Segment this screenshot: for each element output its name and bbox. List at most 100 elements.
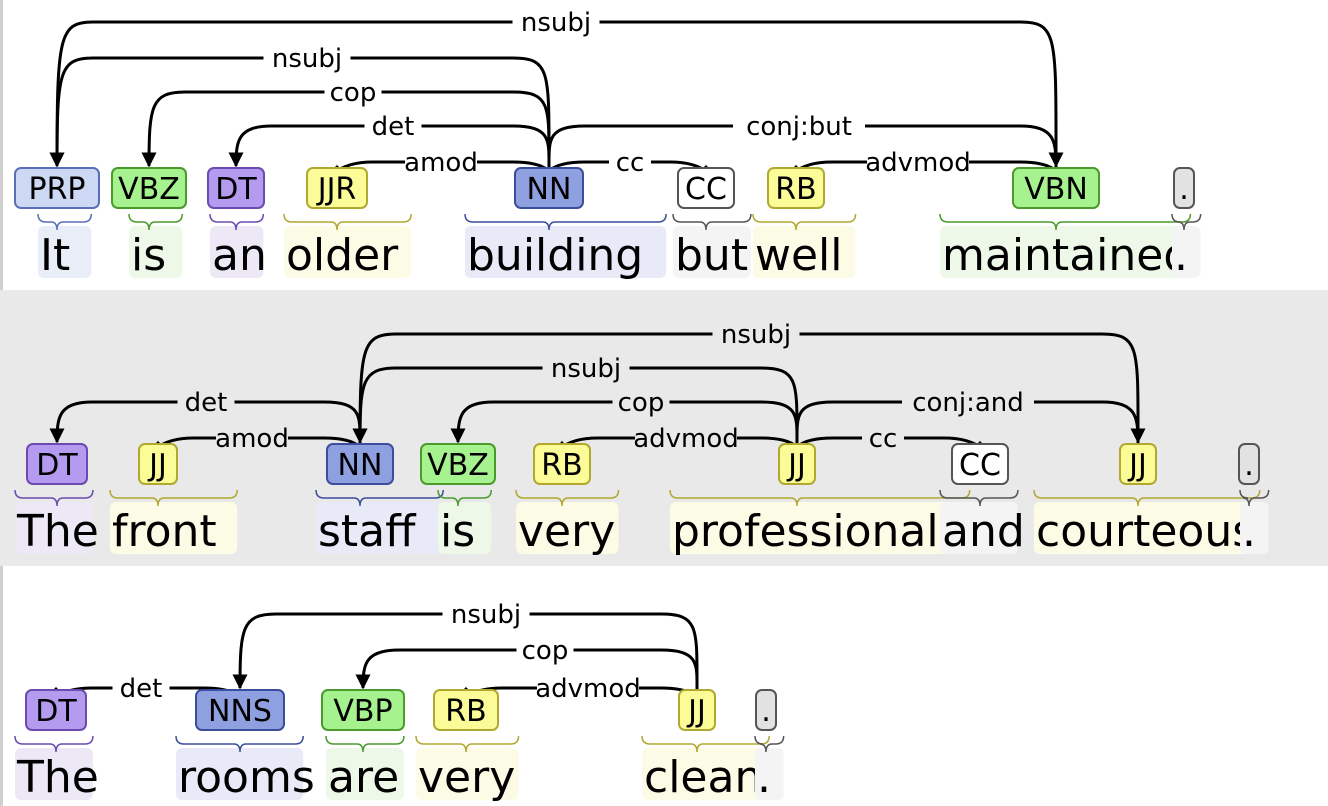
pos-tag-box (677, 167, 735, 209)
word-highlight (1034, 502, 1260, 554)
arc-label: amod (404, 148, 478, 178)
pos-tag: RB (445, 694, 486, 729)
arc-nsubj (49, 20, 1058, 169)
token: .. (1171, 167, 1202, 281)
arc-label: cc (869, 424, 898, 454)
arc-label: det (120, 674, 163, 704)
word-highlight (670, 502, 970, 554)
word: is (131, 230, 166, 281)
pos-tag: . (761, 694, 771, 729)
word-highlight (176, 748, 304, 800)
word: well (755, 230, 843, 281)
span-brace (283, 213, 412, 231)
pos-tag: VBN (1024, 172, 1088, 207)
word: . (1242, 506, 1256, 557)
pos-tag-box (14, 167, 100, 209)
token: RB well (752, 167, 857, 281)
span-brace (1171, 213, 1202, 231)
pos-tag: JJR (316, 172, 357, 207)
pos-tag-box (533, 443, 591, 485)
arc-label-bg (516, 635, 574, 665)
pos-tag-box (1173, 167, 1195, 209)
word-highlight (15, 748, 93, 800)
word: maintained (942, 230, 1191, 281)
arc-label: amod (215, 424, 289, 454)
pos-tag-box (767, 167, 825, 209)
arc-label-bg (324, 77, 382, 107)
arc-label: cop (618, 388, 665, 418)
pos-tag: NN (338, 448, 383, 483)
arc-label-bg (537, 673, 639, 703)
span-brace (175, 735, 304, 753)
pos-tag-box (321, 689, 405, 731)
pos-tag: VBP (333, 694, 392, 729)
pos-tag-box (755, 689, 777, 731)
pos-tag: JJ (786, 448, 806, 483)
pos-tag-box (195, 689, 285, 731)
word: very (418, 752, 515, 803)
word-highlight (465, 226, 667, 278)
word: but (675, 230, 748, 281)
arc-label-bg (512, 7, 600, 37)
word-highlight (210, 226, 264, 278)
arc-label-bg (609, 147, 651, 177)
pos-tag: JJ (686, 694, 706, 729)
word-highlight (284, 226, 412, 278)
arc-label: cop (522, 636, 569, 666)
span-brace (1239, 489, 1270, 507)
sentence-3: detnsubjcopadvmodDTTheNNSroomsVBPareRBve… (14, 599, 785, 803)
pos-tag: CC (685, 172, 727, 207)
span-brace (315, 489, 444, 507)
arc-label-bg (635, 423, 737, 453)
word: is (440, 506, 475, 557)
word-highlight (438, 502, 492, 554)
arc-label-bg (712, 319, 800, 349)
arc-label: advmod (535, 674, 641, 704)
pos-tag-box (25, 689, 87, 731)
word: an (212, 230, 267, 281)
arc-label-bg (862, 423, 904, 453)
word: . (757, 752, 771, 803)
span-brace (437, 489, 493, 507)
word-highlight (940, 502, 1018, 554)
token: .. (1238, 443, 1270, 557)
pos-tag: RB (775, 172, 816, 207)
pos-tag: JJ (1127, 448, 1147, 483)
arc-label-bg (177, 387, 235, 417)
word-highlight (1240, 502, 1269, 554)
pos-tag: JJ (147, 448, 167, 483)
span-brace (14, 489, 94, 507)
arc-label-bg (263, 43, 351, 73)
arc-label-bg (902, 387, 1034, 417)
pos-tag-box (111, 167, 187, 209)
span-brace (325, 735, 405, 753)
pos-tag: DT (36, 448, 78, 483)
span-brace (672, 213, 752, 231)
pos-tag-box (138, 443, 178, 485)
arc-label-bg (867, 147, 969, 177)
word-highlight (642, 748, 770, 800)
word-highlight (673, 226, 751, 278)
token: .. (754, 689, 785, 803)
arc-label: cop (330, 78, 377, 108)
pos-tag: RB (541, 448, 582, 483)
word-highlight (940, 226, 1191, 278)
pos-tag-box (420, 443, 496, 485)
span-brace (415, 735, 520, 753)
arc-label: nsubj (521, 8, 591, 38)
arc-label: conj:but (746, 112, 852, 142)
pos-tag-box (1012, 167, 1100, 209)
span-brace (939, 489, 1019, 507)
word: and (942, 506, 1025, 557)
